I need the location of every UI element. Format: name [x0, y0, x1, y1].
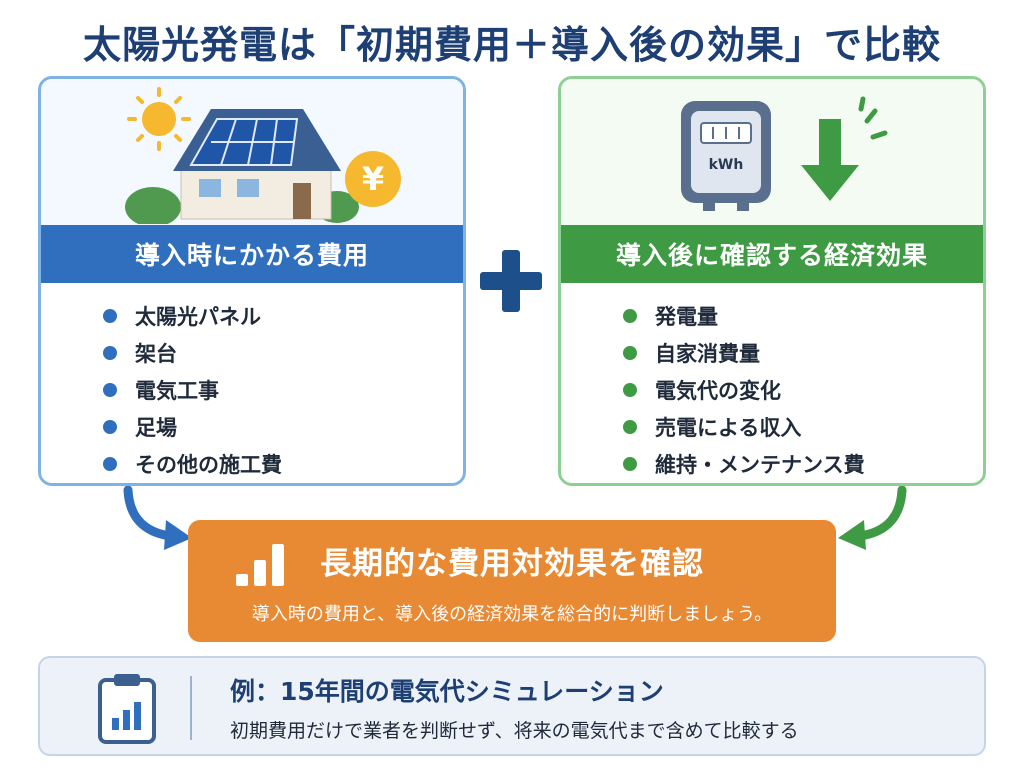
bullet-dot — [623, 456, 637, 471]
bullet-dot — [623, 345, 637, 360]
list-item-label: 維持・メンテナンス費 — [655, 452, 865, 477]
electric-meter-icon: kWh — [681, 101, 771, 211]
list-item-label: 架台 — [135, 341, 177, 366]
result-heading: 長期的な費用対効果を確認 — [320, 546, 704, 582]
example-title: 例：15年間の電気代シミュレーション — [230, 677, 664, 706]
left-curved-arrow-icon — [123, 486, 192, 550]
list-item: 発電量 — [623, 297, 983, 334]
result-subtext: 導入時の費用と、導入後の経済効果を総合的に判断しましょう。 — [251, 604, 773, 625]
sun-icon — [127, 87, 191, 151]
initial-cost-list: 太陽光パネル 架台 電気工事 足場 その他の施工費 — [41, 283, 463, 483]
yen-coin-icon: ¥ — [345, 151, 401, 207]
down-arrow-icon — [801, 96, 888, 201]
plus-icon — [480, 250, 542, 312]
initial-cost-header: 導入時にかかる費用 — [41, 225, 463, 283]
bullet-dot — [103, 308, 117, 323]
clipboard-chart-icon — [98, 674, 156, 744]
page-title: 太陽光発電は「初期費用＋導入後の効果」で比較 — [82, 23, 941, 67]
list-item-label: 足場 — [135, 415, 177, 440]
yen-symbol: ¥ — [362, 160, 384, 198]
list-item-label: その他の施工費 — [135, 452, 282, 477]
bullet-dot — [623, 419, 637, 434]
right-curved-arrow-icon — [838, 486, 907, 550]
initial-cost-panel: ¥ 導入時にかかる費用 太陽光パネル 架台 電気工事 足場 その他の施工費 — [38, 76, 466, 486]
list-item: 電気代の変化 — [623, 371, 983, 408]
bullet-dot — [103, 345, 117, 360]
list-item: 売電による収入 — [623, 408, 983, 445]
list-item: 足場 — [103, 408, 463, 445]
economic-effect-header: 導入後に確認する経済効果 — [561, 225, 983, 283]
list-item: 電気工事 — [103, 371, 463, 408]
list-item-label: 売電による収入 — [655, 415, 802, 440]
list-item-label: 自家消費量 — [655, 341, 760, 366]
bar-chart-icon — [236, 542, 288, 586]
economic-effect-list: 発電量 自家消費量 電気代の変化 売電による収入 維持・メンテナンス費 — [561, 283, 983, 483]
house-with-solar-panel-icon — [125, 109, 359, 227]
example-box: 例：15年間の電気代シミュレーション 初期費用だけで業者を判断せず、将来の電気代… — [38, 656, 986, 756]
list-item: 太陽光パネル — [103, 297, 463, 334]
list-item-label: 電気代の変化 — [655, 378, 781, 403]
list-item: 架台 — [103, 334, 463, 371]
list-item-label: 太陽光パネル — [135, 304, 261, 329]
divider — [190, 676, 192, 740]
initial-cost-illustration: ¥ — [41, 79, 463, 227]
economic-effect-panel: kWh 導入後に確認する経済効果 発電量 自家消費量 電気代の変化 売電による収… — [558, 76, 986, 486]
result-box: 長期的な費用対効果を確認 導入時の費用と、導入後の経済効果を総合的に判断しましょ… — [188, 520, 836, 642]
list-item: 自家消費量 — [623, 334, 983, 371]
example-subtext: 初期費用だけで業者を判断せず、将来の電気代まで含めて比較する — [230, 720, 799, 742]
economic-effect-illustration: kWh — [561, 79, 983, 224]
list-item-label: 電気工事 — [135, 378, 219, 403]
list-item: 維持・メンテナンス費 — [623, 445, 983, 482]
list-item-label: 発電量 — [655, 304, 718, 329]
bullet-dot — [623, 382, 637, 397]
bullet-dot — [103, 382, 117, 397]
list-item: その他の施工費 — [103, 445, 463, 482]
bullet-dot — [623, 308, 637, 323]
bullet-dot — [103, 456, 117, 471]
bullet-dot — [103, 419, 117, 434]
meter-label: kWh — [709, 157, 744, 173]
